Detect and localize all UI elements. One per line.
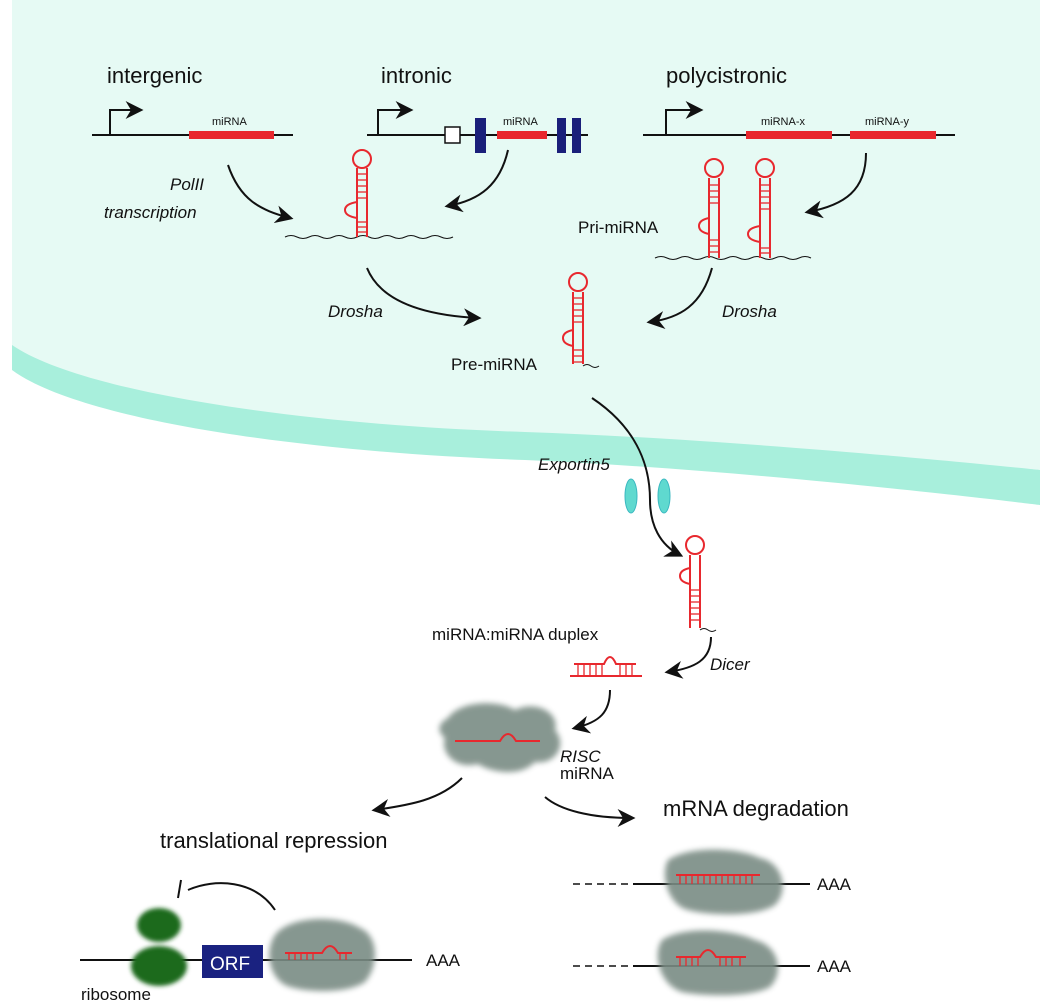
degradation-mrna-1: AAA: [573, 849, 852, 915]
mrna-degradation-label: mRNA degradation: [663, 796, 849, 821]
mirna-x-segment: [746, 131, 832, 139]
risc-mirna-label: miRNA: [560, 764, 614, 783]
risc-label: RISC: [560, 747, 601, 766]
exportin5-label: Exportin5: [538, 455, 610, 474]
nuclear-pore: [624, 478, 671, 514]
arrow-to-degradation: [544, 796, 636, 827]
dicer-label: Dicer: [710, 655, 751, 674]
drosha-right-label: Drosha: [722, 302, 777, 321]
arrow-dicer: [664, 636, 712, 679]
ribosome-icon: [131, 908, 187, 986]
arrow-to-repression: [371, 777, 463, 817]
cytoplasmic-pre-mirna: [678, 535, 717, 632]
transcription-label: transcription: [104, 203, 197, 222]
promoter-arrow-icon: [377, 101, 414, 135]
polycistronic-title: polycistronic: [666, 63, 787, 88]
exon-block: [572, 118, 581, 153]
intergenic-mirna-label: miRNA: [212, 116, 247, 128]
arrow-drosha-right: [646, 267, 713, 330]
pri-mirna-label: Pri-miRNA: [578, 218, 659, 237]
drosha-left-label: Drosha: [328, 302, 383, 321]
degradation-mrna-2: AAA: [573, 930, 852, 996]
arrow-export: [591, 397, 684, 557]
pri-mirna-hairpins-right: [654, 158, 812, 260]
pri-mirna-hairpin-left: [284, 149, 454, 239]
inhibition-arrow: [187, 882, 276, 911]
aaa-degradation-2: AAA: [817, 957, 852, 976]
orf-box: [202, 945, 263, 978]
poly-mirna-y-label: miRNA-y: [865, 116, 909, 128]
intergenic-gene: miRNA: [92, 101, 293, 139]
mirna-segment: [497, 131, 547, 139]
ribosome-label: ribosome: [81, 985, 151, 1004]
arrow-drosha-left: [366, 267, 482, 327]
poly-mirna-x-label: miRNA-x: [761, 116, 805, 128]
pre-mirna-label: Pre-miRNA: [451, 355, 538, 374]
mirna-duplex: [570, 656, 642, 677]
promoter-arrow-icon: [109, 101, 144, 135]
translational-repression-label: translational repression: [160, 828, 387, 853]
exon-block: [557, 118, 566, 153]
polycistronic-gene: miRNA-x miRNA-y: [643, 101, 955, 139]
mirna-y-segment: [850, 131, 936, 139]
utr-box: [444, 126, 461, 144]
aaa-repression: AAA: [426, 951, 461, 970]
intergenic-title: intergenic: [107, 63, 202, 88]
nucleus: [12, 0, 1040, 505]
risc-complex: [439, 703, 561, 773]
duplex-label: miRNA:miRNA duplex: [432, 625, 599, 644]
aaa-degradation-1: AAA: [817, 875, 852, 894]
arrow-intergenic-to-pri: [227, 164, 294, 223]
promoter-arrow-icon: [665, 101, 704, 135]
intronic-mirna-label: miRNA: [503, 116, 538, 128]
orf-label: ORF: [210, 954, 250, 975]
intronic-title: intronic: [381, 63, 452, 88]
arrow-poly-to-pri: [804, 152, 867, 219]
arrow-intronic-to-pri: [444, 149, 509, 213]
pre-mirna-hairpin: [561, 272, 600, 368]
mirna-segment: [189, 131, 274, 139]
repression-mrna: ORF AAA ribosome: [80, 879, 461, 1004]
arrow-duplex-to-risc: [571, 689, 611, 734]
intronic-gene: miRNA: [367, 101, 588, 153]
polii-label: PolII: [170, 175, 204, 194]
exon-block: [475, 118, 486, 153]
